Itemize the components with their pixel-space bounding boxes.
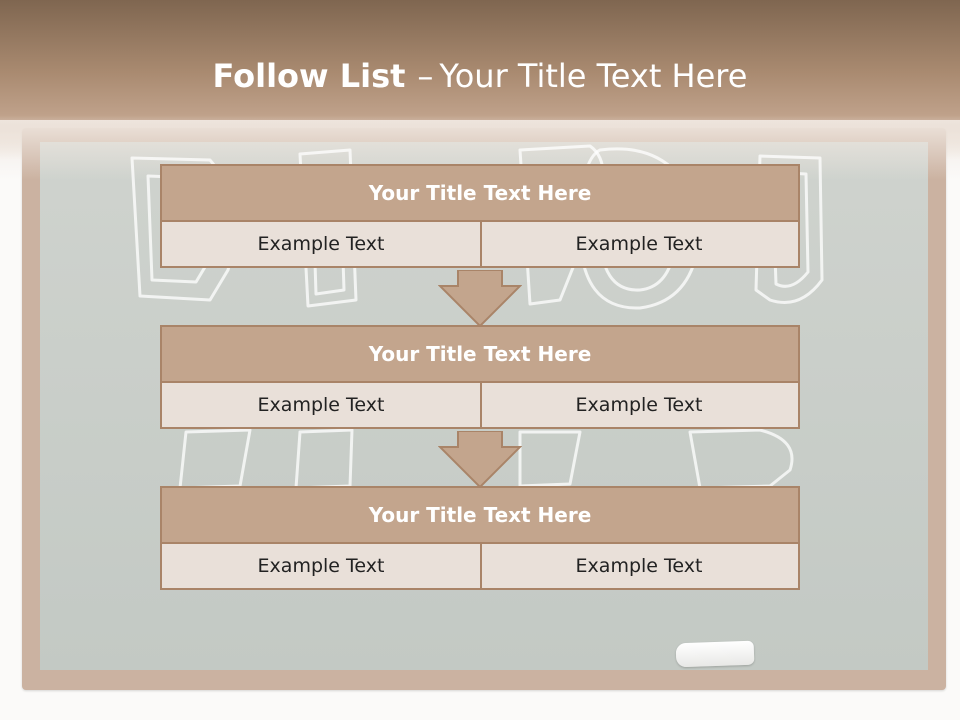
block-title: Your Title Text Here (162, 327, 798, 383)
follow-block-1: Your Title Text Here Example Text Exampl… (160, 164, 800, 268)
follow-block-2: Your Title Text Here Example Text Exampl… (160, 325, 800, 429)
block-right-cell: Example Text (575, 555, 703, 577)
slide-title: Follow List–Your Title Text Here (0, 52, 960, 100)
block-left-cell: Example Text (162, 222, 482, 266)
title-rest: Your Title Text Here (439, 57, 748, 95)
title-separator: – (417, 57, 434, 95)
block-title: Your Title Text Here (162, 166, 798, 222)
chalk-stick (675, 640, 755, 668)
title-bold: Follow List (212, 57, 406, 95)
block-right-cell: Example Text (575, 394, 703, 416)
block-right-cell: Example Text (575, 233, 703, 255)
down-arrow-icon (438, 270, 522, 328)
block-left-cell: Example Text (162, 383, 482, 427)
block-title: Your Title Text Here (162, 488, 798, 544)
follow-block-3: Your Title Text Here Example Text Exampl… (160, 486, 800, 590)
down-arrow-icon (438, 431, 522, 489)
block-left-cell: Example Text (162, 544, 482, 588)
